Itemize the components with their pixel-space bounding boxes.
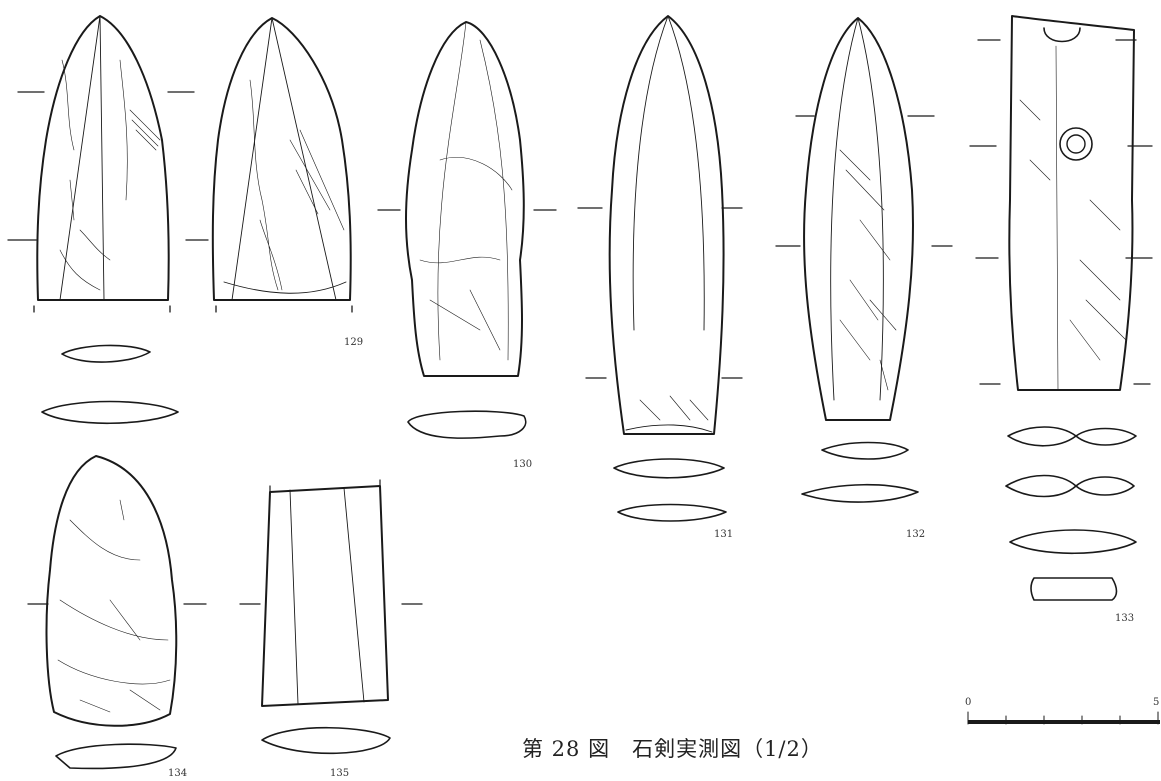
artifact-129-face-a (36, 15, 170, 301)
artifact-131-section-b (617, 503, 727, 522)
figure-caption: 第 28 図 石剣実測図（1/2） (522, 737, 823, 761)
artifact-131-drawing (577, 15, 743, 522)
artifact-132-drawing (775, 17, 953, 503)
artifact-134-drawing (27, 455, 207, 770)
artifact-135-number: 135 (330, 768, 350, 779)
artifact-131-number: 131 (714, 529, 734, 540)
artifact-129-drawing (7, 15, 353, 425)
scale-end-label: 5 (1153, 697, 1160, 708)
artifact-133-perforation (1059, 127, 1093, 161)
artifact-134-number: 134 (168, 768, 188, 779)
artifact-131-face (608, 15, 725, 435)
artifact-129-number: 129 (344, 337, 364, 348)
artifact-133-section-b (1005, 474, 1135, 498)
artifact-129-face-b (211, 17, 352, 301)
artifact-133-number: 133 (1115, 613, 1135, 624)
artifact-133-face (1008, 15, 1135, 391)
artifact-130-drawing (377, 21, 557, 439)
artifact-130-face (405, 21, 525, 377)
artifact-133-section-a (1007, 426, 1137, 447)
artifact-133-drawing (969, 15, 1153, 601)
artifact-134-section (55, 743, 177, 770)
artifact-135-section (261, 726, 391, 755)
artifact-129-section-a (61, 344, 151, 363)
artifact-130-number: 130 (513, 459, 533, 470)
artifact-132-section-b (801, 483, 919, 503)
scale-bar (967, 711, 1160, 725)
artifact-130-section (407, 410, 527, 439)
artifact-131-section-a (613, 458, 725, 479)
scale-start-label: 0 (965, 697, 972, 708)
artifact-135-face (261, 485, 389, 707)
artifact-129-section-b (41, 400, 179, 425)
artifact-134-face (45, 455, 178, 727)
artifact-133-section-c (1009, 529, 1137, 555)
artifact-135-drawing (239, 479, 423, 755)
artifact-132-section-a (821, 441, 909, 460)
artifact-132-face (803, 17, 914, 421)
artifact-132-number: 132 (906, 529, 926, 540)
artifact-133-section-d (1030, 577, 1118, 601)
